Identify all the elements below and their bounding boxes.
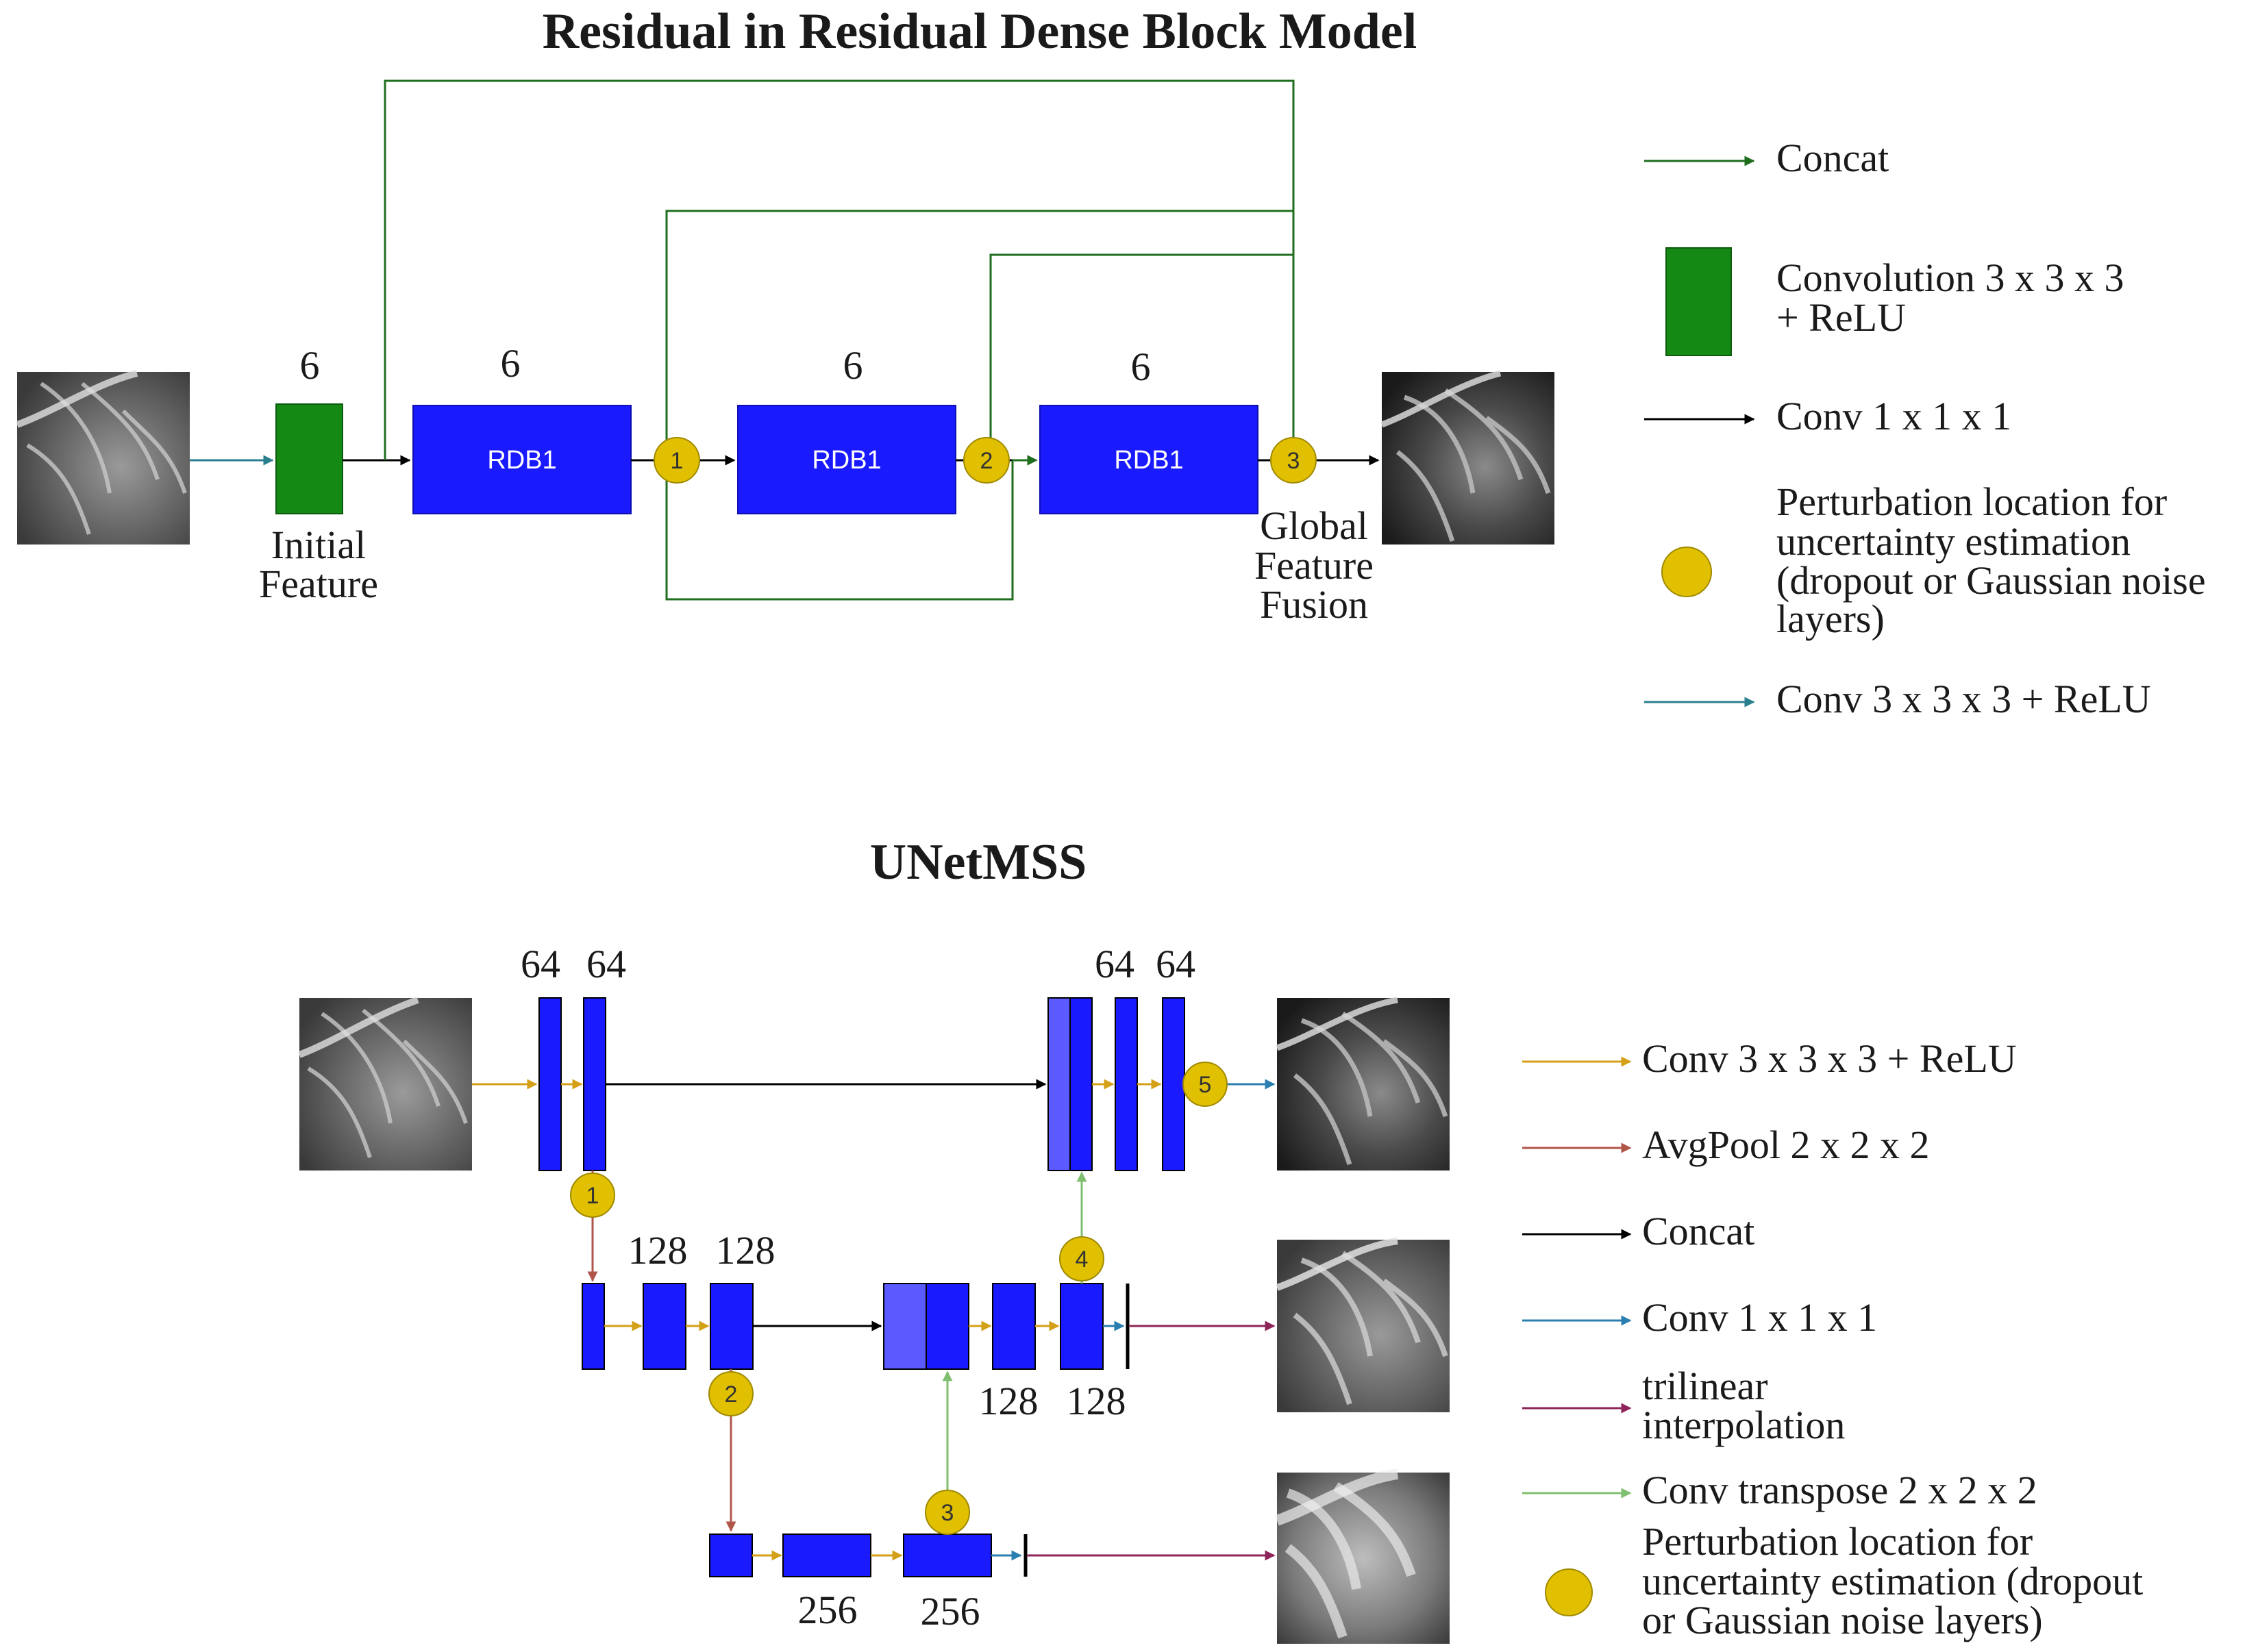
rrdb-perturbation-2: 2 bbox=[963, 437, 1010, 484]
global-feature-label-line2: Feature bbox=[1254, 543, 1374, 588]
unet-enc1-count-b: 64 bbox=[586, 942, 626, 986]
unet-enc3-block-a bbox=[709, 1534, 753, 1577]
unet-dec2-block-c bbox=[992, 1283, 1036, 1370]
unet-enc2-count-a: 128 bbox=[628, 1228, 688, 1273]
rdb-block-1-label: RDB1 bbox=[487, 446, 556, 475]
legend-conv-text-1: Convolution 3 x 3 x 3 bbox=[1776, 255, 2124, 300]
rdb-block-3-label: RDB1 bbox=[1114, 446, 1183, 475]
rdb-block-3: RDB1 bbox=[1039, 405, 1258, 514]
unet-legend: Conv 3 x 3 x 3 + ReLU AvgPool 2 x 2 x 2 … bbox=[1522, 1036, 2143, 1642]
svg-text:1: 1 bbox=[586, 1183, 599, 1209]
rrdb-residual-loop bbox=[665, 460, 1014, 601]
legend-conv3x3-text: Conv 3 x 3 x 3 + ReLU bbox=[1776, 677, 2151, 721]
legend-u-conv1x1-text: Conv 1 x 1 x 1 bbox=[1642, 1295, 1877, 1340]
svg-text:3: 3 bbox=[1287, 448, 1300, 474]
unet-perturbation-5: 5 bbox=[1182, 1062, 1228, 1107]
unet-dec2-count-a: 128 bbox=[979, 1379, 1039, 1423]
unet-enc1-count-a: 64 bbox=[521, 942, 560, 986]
legend-u-transpose-text: Conv transpose 2 x 2 x 2 bbox=[1642, 1468, 2037, 1512]
svg-text:2: 2 bbox=[980, 448, 993, 474]
initial-feature-label-line1: Initial bbox=[271, 523, 367, 567]
svg-text:5: 5 bbox=[1199, 1072, 1212, 1098]
legend-u-concat-text: Concat bbox=[1642, 1209, 1754, 1253]
legend-perturbation-text-3: (dropout or Gaussian noise bbox=[1776, 558, 2206, 603]
unet-enc2-count-b: 128 bbox=[716, 1228, 776, 1273]
unet-input-image bbox=[298, 997, 472, 1171]
rdb-block-3-count: 6 bbox=[1131, 345, 1151, 389]
rdb-block-2-label: RDB1 bbox=[812, 446, 881, 475]
rrdb-concat-line-middle bbox=[665, 210, 1293, 440]
unet-perturbation-2: 2 bbox=[708, 1371, 754, 1416]
legend-u-perturbation-circle bbox=[1545, 1568, 1593, 1616]
unet-title: UNetMSS bbox=[870, 834, 1087, 890]
legend-u-trilinear-text-2: interpolation bbox=[1642, 1403, 1845, 1447]
unet-enc1-block-b bbox=[583, 997, 606, 1171]
unet-dec2-count-b: 128 bbox=[1067, 1379, 1126, 1423]
unet-dec1-count-a: 64 bbox=[1095, 942, 1134, 986]
initial-feature-label-line2: Feature bbox=[259, 562, 378, 606]
legend-u-perturbation-text-2: uncertainty estimation (dropout bbox=[1642, 1559, 2143, 1603]
initial-feature-block bbox=[275, 403, 343, 514]
legend-conv-text-2: + ReLU bbox=[1776, 295, 1906, 340]
unet-dec2-concat-block-b bbox=[926, 1283, 969, 1370]
unet-perturbation-1: 1 bbox=[570, 1173, 615, 1218]
unet-perturbation-3: 3 bbox=[925, 1490, 970, 1535]
rdb-block-2-count: 6 bbox=[843, 343, 863, 388]
rrdb-concat-line-outer bbox=[384, 79, 1295, 460]
unet-dec2-concat-block-a bbox=[883, 1283, 927, 1370]
legend-perturbation-text-4: layers) bbox=[1776, 597, 1885, 641]
rrdb-perturbation-1: 1 bbox=[654, 437, 700, 484]
rrdb-input-image bbox=[16, 370, 190, 545]
rrdb-output-image bbox=[1380, 370, 1554, 545]
global-feature-label-line3: Fusion bbox=[1260, 582, 1368, 627]
unet-output-image-3 bbox=[1275, 1468, 1450, 1644]
unet-dec1-block-d bbox=[1162, 997, 1185, 1171]
rrdb-perturbation-3: 3 bbox=[1270, 437, 1317, 484]
unet-output-image-2 bbox=[1276, 1238, 1450, 1412]
legend-u-avgpool-text: AvgPool 2 x 2 x 2 bbox=[1642, 1123, 1929, 1167]
unet-enc2-block-c bbox=[710, 1283, 754, 1370]
unet-dec1-count-b: 64 bbox=[1156, 942, 1195, 986]
unet-enc2-block-b bbox=[643, 1283, 686, 1370]
legend-concat-text: Concat bbox=[1776, 136, 1889, 180]
unet-dec1-block-c bbox=[1115, 997, 1138, 1171]
unet-enc3-count-b: 256 bbox=[921, 1589, 980, 1634]
legend-perturbation-circle bbox=[1661, 547, 1712, 597]
rrdb-concat-line-inner bbox=[989, 253, 1293, 440]
unet-enc3-block-c bbox=[903, 1534, 992, 1577]
initial-feature-count: 6 bbox=[300, 343, 320, 388]
unet-enc2-block-a bbox=[582, 1283, 605, 1370]
legend-conv-block bbox=[1665, 247, 1732, 356]
legend-conv1x1-text: Conv 1 x 1 x 1 bbox=[1776, 394, 2011, 438]
unet-output-image-1 bbox=[1276, 997, 1450, 1171]
unet-enc3-count-a: 256 bbox=[798, 1588, 858, 1632]
legend-u-perturbation-text-1: Perturbation location for bbox=[1642, 1519, 2033, 1564]
global-feature-label-line1: Global bbox=[1260, 503, 1368, 548]
rdb-block-1: RDB1 bbox=[412, 405, 632, 514]
unet-dec1-concat-block-a bbox=[1047, 997, 1071, 1171]
unet-dec1-concat-block-b bbox=[1069, 997, 1093, 1171]
legend-u-trilinear-text-1: trilinear bbox=[1642, 1364, 1768, 1408]
svg-text:3: 3 bbox=[941, 1500, 954, 1526]
legend-perturbation-text-2: uncertainty estimation bbox=[1776, 519, 2131, 564]
svg-text:2: 2 bbox=[725, 1381, 738, 1407]
unet-dec2-block-d bbox=[1060, 1283, 1104, 1370]
unet-enc1-block-a bbox=[538, 997, 562, 1171]
svg-text:1: 1 bbox=[671, 448, 684, 474]
legend-u-conv3x3-text: Conv 3 x 3 x 3 + ReLU bbox=[1642, 1036, 2017, 1081]
rdb-block-2: RDB1 bbox=[737, 405, 956, 514]
rrdb-legend: Concat Convolution 3 x 3 x 3 + ReLU Conv… bbox=[1644, 136, 2206, 721]
unet-perturbation-4: 4 bbox=[1059, 1236, 1104, 1281]
legend-u-perturbation-text-3: or Gaussian noise layers) bbox=[1642, 1598, 2043, 1642]
rdb-block-1-count: 6 bbox=[501, 341, 521, 386]
svg-text:4: 4 bbox=[1076, 1247, 1089, 1273]
legend-perturbation-text-1: Perturbation location for bbox=[1776, 479, 2167, 524]
unet-enc3-block-b bbox=[782, 1534, 871, 1577]
rrdb-title: Residual in Residual Dense Block Model bbox=[543, 3, 1417, 60]
